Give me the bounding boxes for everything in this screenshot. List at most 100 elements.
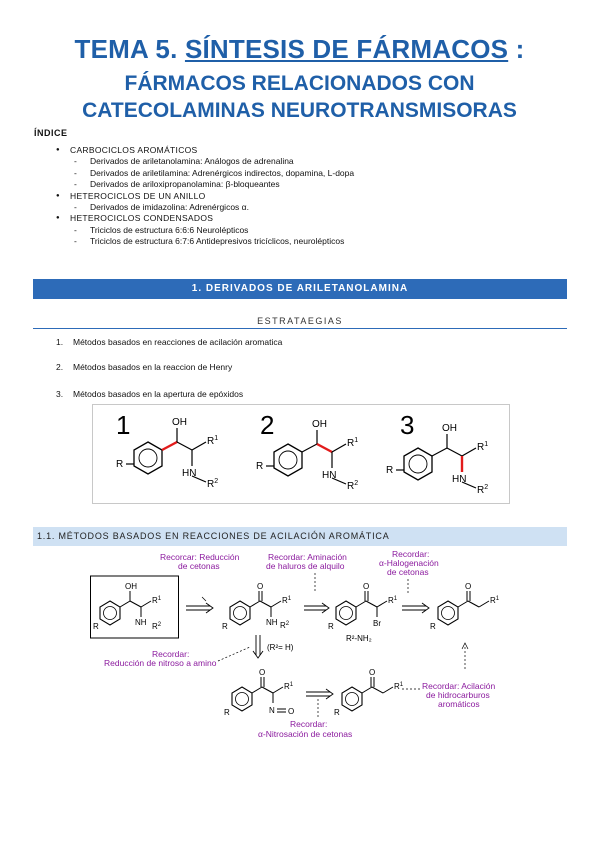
structure-2: 2 OH R1 HN R2 R bbox=[256, 410, 358, 492]
bromo-ketone: O R1 Br R bbox=[328, 582, 398, 631]
atom-label: O bbox=[363, 582, 369, 591]
method-number: 3. bbox=[56, 389, 64, 399]
atom-label: R bbox=[386, 465, 393, 476]
atom-label: HN bbox=[322, 470, 336, 481]
atom-label: R2 bbox=[477, 484, 488, 496]
method-text: Métodos basados en la reaccion de Henry bbox=[73, 362, 233, 372]
atom-label: R1 bbox=[207, 435, 218, 447]
atom-label: OH bbox=[172, 417, 187, 428]
atom-sup: 1 bbox=[214, 435, 218, 442]
atom-label: R bbox=[222, 622, 228, 631]
title-underlined: SÍNTESIS DE FÁRMACOS bbox=[184, 34, 509, 64]
title-suffix: : bbox=[508, 34, 525, 64]
atom-r: R bbox=[282, 596, 288, 605]
atom-label: R2 bbox=[347, 480, 358, 492]
atom-label: R1 bbox=[347, 437, 358, 449]
atom-label: R bbox=[116, 459, 123, 470]
atom-label: R1 bbox=[152, 596, 162, 605]
index-subitem: Derivados de ariloxipropanolamina: β-blo… bbox=[56, 179, 354, 191]
atom-label: OH bbox=[442, 423, 457, 434]
atom-label: O bbox=[259, 668, 265, 677]
note-amination: Recordar: Aminación bbox=[268, 552, 347, 562]
atom-sup: 2 bbox=[286, 621, 290, 627]
ariletanolamina-structures: 1 OH R1 HN R2 R 2 OH R1 HN R2 R 3 bbox=[92, 404, 510, 504]
retro-arrow bbox=[306, 688, 334, 700]
atom-r: R bbox=[207, 479, 214, 490]
atom-r: R bbox=[152, 596, 158, 605]
atom-label: HN bbox=[452, 474, 466, 485]
atom-sup: 1 bbox=[158, 596, 162, 602]
method-item: 1. Métodos basados en reacciones de acila… bbox=[56, 337, 282, 347]
atom-label: R1 bbox=[388, 596, 398, 605]
atom-label: HN bbox=[182, 468, 196, 479]
atom-sup: 1 bbox=[484, 441, 488, 448]
target-molecule: OH R1 NH R2 R bbox=[90, 575, 179, 639]
method-number: 2. bbox=[56, 362, 64, 372]
atom-label: R bbox=[328, 622, 334, 631]
atom-label: NH bbox=[266, 618, 278, 627]
atom-r: R bbox=[490, 596, 496, 605]
down-arrow bbox=[252, 635, 264, 659]
note-nitroso-reduction: Recordar: bbox=[152, 649, 189, 659]
structure-number: 2 bbox=[260, 410, 274, 440]
atom-label: R bbox=[93, 622, 99, 631]
note-amination: de haluros de alquilo bbox=[266, 561, 345, 571]
atom-label: OH bbox=[312, 419, 327, 430]
section-1-1-heading: 1.1. MÉTODOS BASADOS EN REACCIONES DE AC… bbox=[33, 527, 567, 546]
note-nitroso-reduction: Reducción de nitroso a amino bbox=[104, 658, 217, 668]
structure-3: 3 OH R1 HN R2 R bbox=[386, 410, 488, 496]
atom-label: R bbox=[256, 461, 263, 472]
index-list: CARBOCICLOS AROMÁTICOS Derivados de aril… bbox=[56, 145, 354, 248]
index-item: HETEROCICLOS CONDENSADOS bbox=[56, 213, 354, 225]
atom-sup: 2 bbox=[214, 478, 218, 485]
atom-r: R bbox=[152, 622, 158, 631]
subtitle-line-1: FÁRMACOS RELACIONADOS CON bbox=[124, 72, 475, 95]
page-title: TEMA 5. SÍNTESIS DE FÁRMACOS : bbox=[0, 34, 599, 65]
amino-ketone: O R1 NH R2 R bbox=[222, 582, 292, 631]
atom-label: NH bbox=[135, 618, 147, 627]
acylation-scheme: OH R1 NH R2 R Recorcar: Reducción de cet… bbox=[90, 549, 500, 739]
structure-number: 1 bbox=[116, 410, 130, 440]
index-heading: ÍNDICE bbox=[34, 128, 68, 138]
atom-label: Br bbox=[373, 619, 381, 628]
note-halogenation: de cetonas bbox=[387, 567, 429, 577]
atom-sup: 2 bbox=[158, 622, 162, 628]
atom-label: R2 bbox=[207, 478, 218, 490]
subtitle-line-2: CATECOLAMINAS NEUROTRANSMISORAS bbox=[82, 99, 517, 122]
atom-sup: 1 bbox=[496, 596, 500, 602]
note-halogenation: α-Halogenación bbox=[379, 558, 439, 568]
atom-r: R bbox=[347, 438, 354, 449]
condition-r2-h: (R²= H) bbox=[267, 643, 294, 652]
atom-label: R1 bbox=[394, 682, 404, 691]
retro-arrow bbox=[304, 602, 330, 614]
title-prefix: TEMA 5. bbox=[74, 34, 185, 64]
atom-label: R bbox=[224, 708, 230, 717]
atom-r: R bbox=[207, 436, 214, 447]
note-acylation: aromáticos bbox=[438, 699, 480, 709]
atom-r: R bbox=[280, 621, 286, 630]
atom-label: N bbox=[269, 706, 275, 715]
note-halogenation: Recordar: bbox=[392, 549, 429, 559]
atom-sup: 1 bbox=[394, 596, 398, 602]
atom-sup: 1 bbox=[290, 682, 294, 688]
atom-label: R1 bbox=[282, 596, 292, 605]
atom-label: O bbox=[288, 707, 294, 716]
atom-label: R2 bbox=[152, 622, 162, 631]
index-item: CARBOCICLOS AROMÁTICOS bbox=[56, 145, 354, 157]
atom-label: R bbox=[334, 708, 340, 717]
index-item: HETEROCICLOS DE UN ANILLO bbox=[56, 191, 354, 203]
atom-sup: 2 bbox=[484, 484, 488, 491]
method-number: 1. bbox=[56, 337, 64, 347]
index-subitem: Triciclos de estructura 6:7:6 Antidepres… bbox=[56, 236, 354, 248]
atom-label: R bbox=[430, 622, 436, 631]
atom-r: R bbox=[347, 481, 354, 492]
method-text: Métodos basados en reacciones de acilaci… bbox=[73, 337, 283, 347]
index-subitem: Derivados de ariletilamina: Adrenérgicos… bbox=[56, 168, 354, 180]
up-arrow bbox=[461, 642, 469, 669]
note-nitrosation: Recordar: bbox=[290, 719, 327, 729]
reagent-amine: R²-NH₂ bbox=[346, 634, 372, 643]
section-1-heading: 1. DERIVADOS DE ARILETANOLAMINA bbox=[33, 279, 567, 299]
index-subitem: Derivados de imidazolina: Adrenérgicos α… bbox=[56, 202, 354, 214]
index-subitem: Triciclos de estructura 6:6:6 Neurolépti… bbox=[56, 225, 354, 237]
atom-sup: 1 bbox=[288, 596, 292, 602]
